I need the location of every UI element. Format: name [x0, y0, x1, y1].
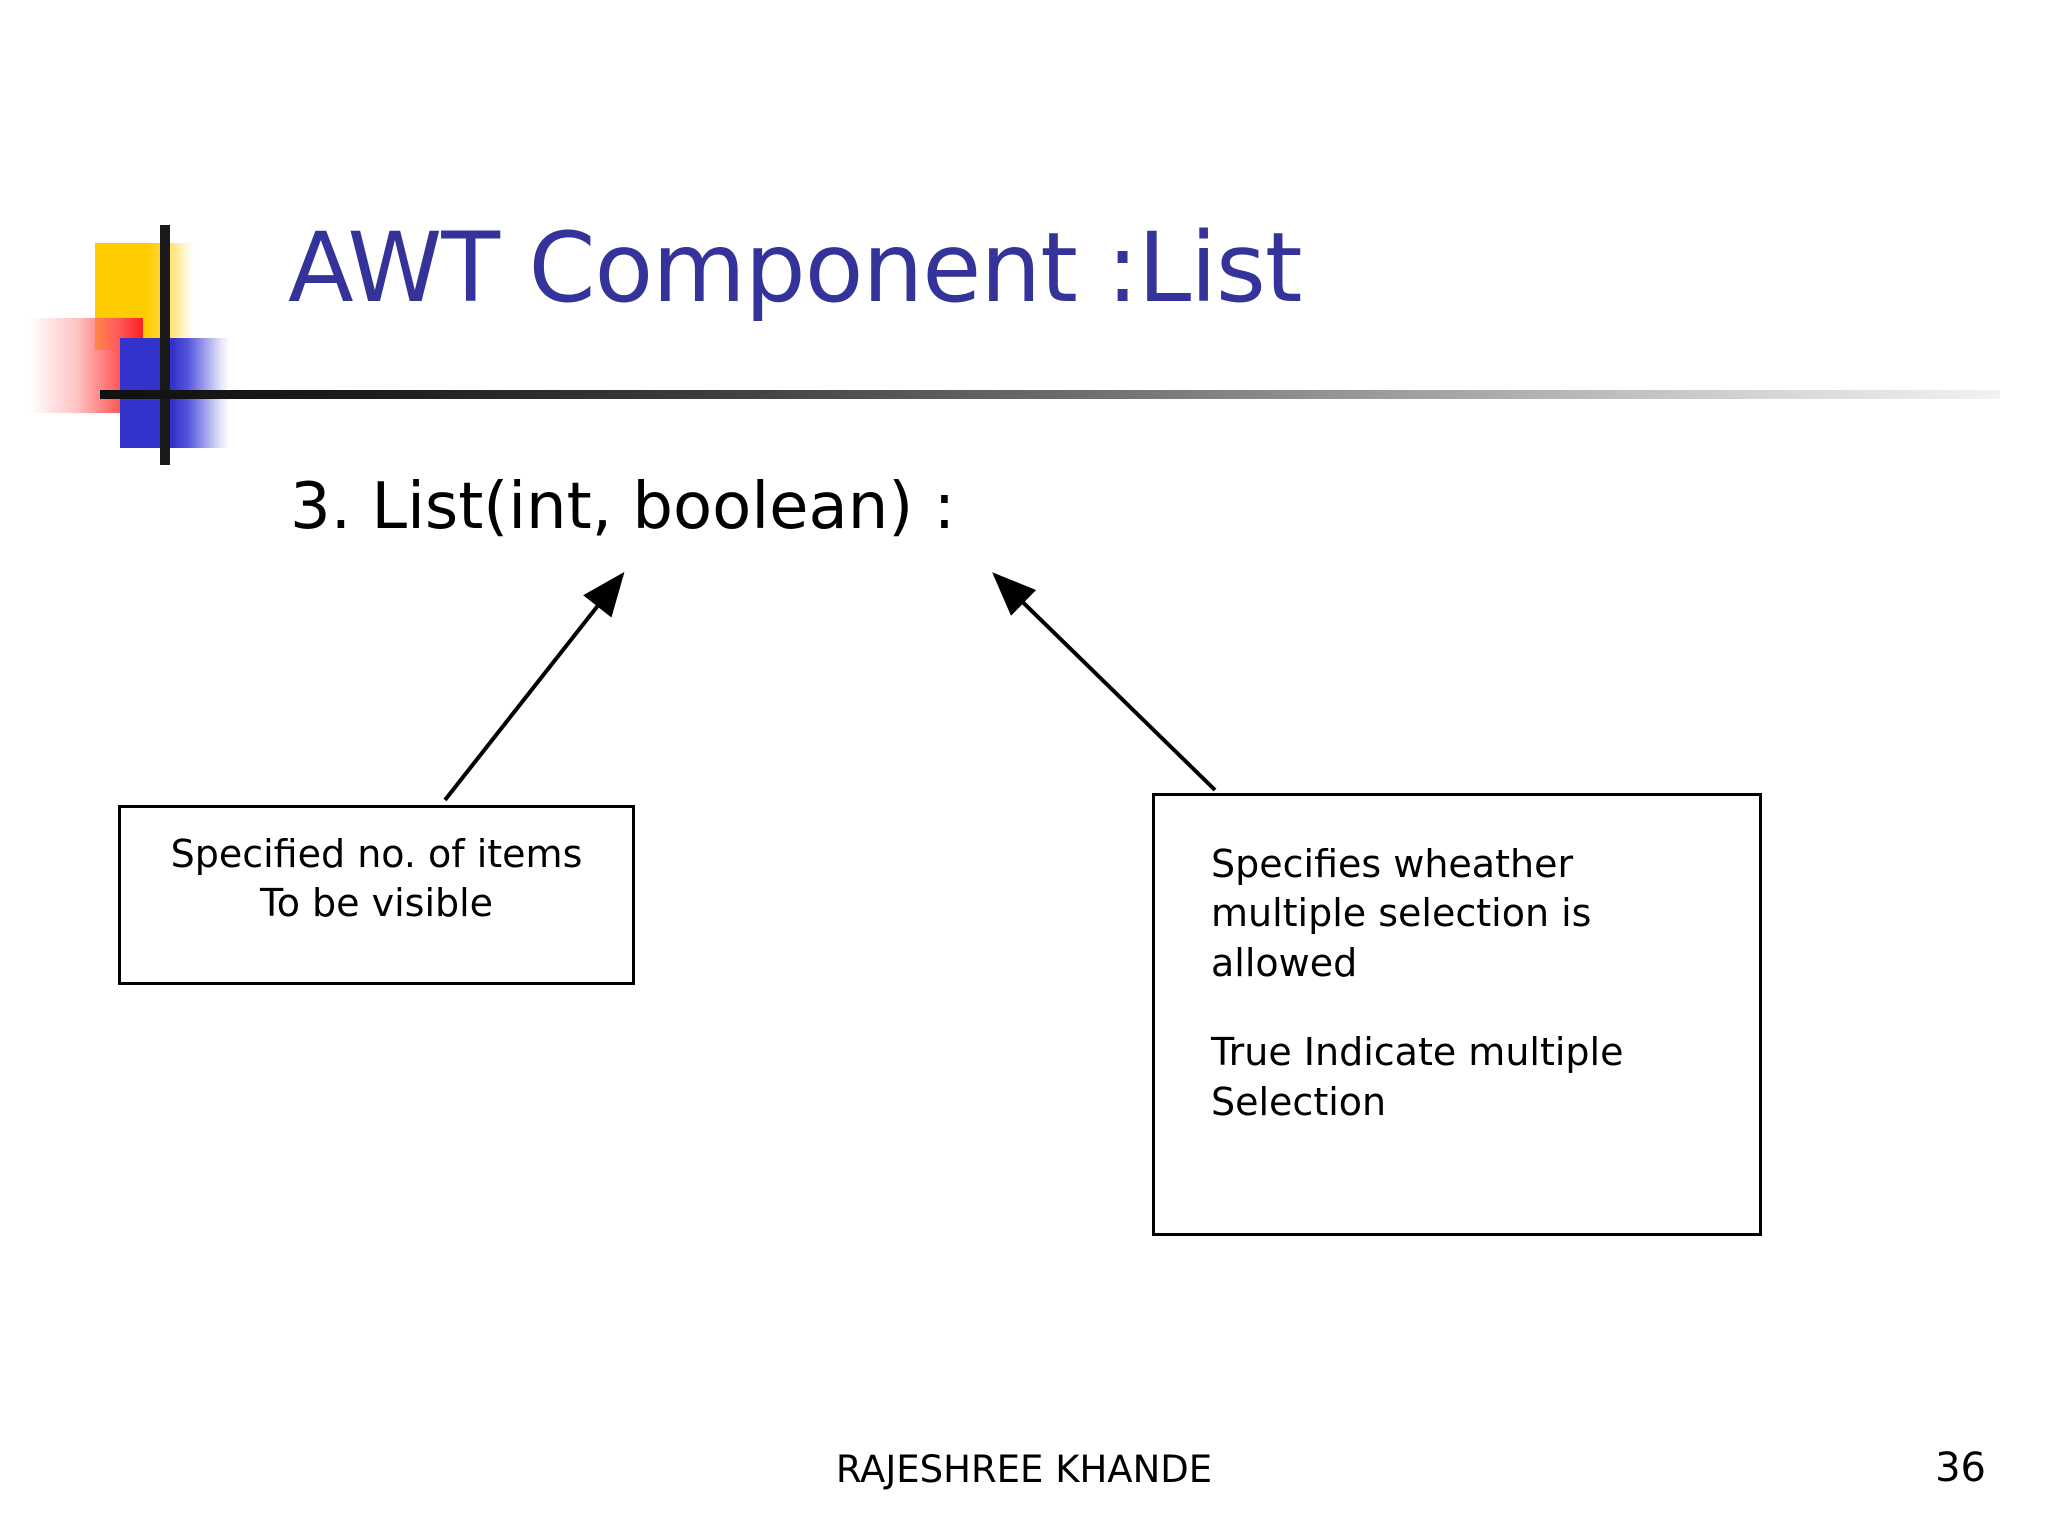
vertical-rule-icon [160, 225, 170, 465]
callout-box-boolean-param: Specifies wheather multiple selection is… [1152, 793, 1762, 1236]
footer-author: RAJESHREE KHANDE [835, 1448, 1213, 1491]
header-decoration [0, 0, 2048, 465]
callout-right-para-2: True Indicate multiple Selection [1211, 1030, 1624, 1124]
callout-left-line-2: To be visible [259, 880, 494, 925]
slide-page-number: 36 [1935, 1445, 1986, 1491]
constructor-signature-text: 3. List(int, boolean) : [290, 470, 956, 544]
callout-left-line-1: Specified no. of items [170, 832, 583, 876]
callout-box-int-param: Specified no. of items To be visible [118, 805, 635, 985]
callout-right-para-1: Specifies wheather multiple selection is… [1211, 842, 1592, 985]
arrow-to-boolean-param [992, 572, 1217, 792]
arrow-to-int-param [443, 571, 625, 802]
horizontal-rule-divider [100, 390, 2000, 399]
page-title: AWT Component :List [288, 212, 1303, 324]
